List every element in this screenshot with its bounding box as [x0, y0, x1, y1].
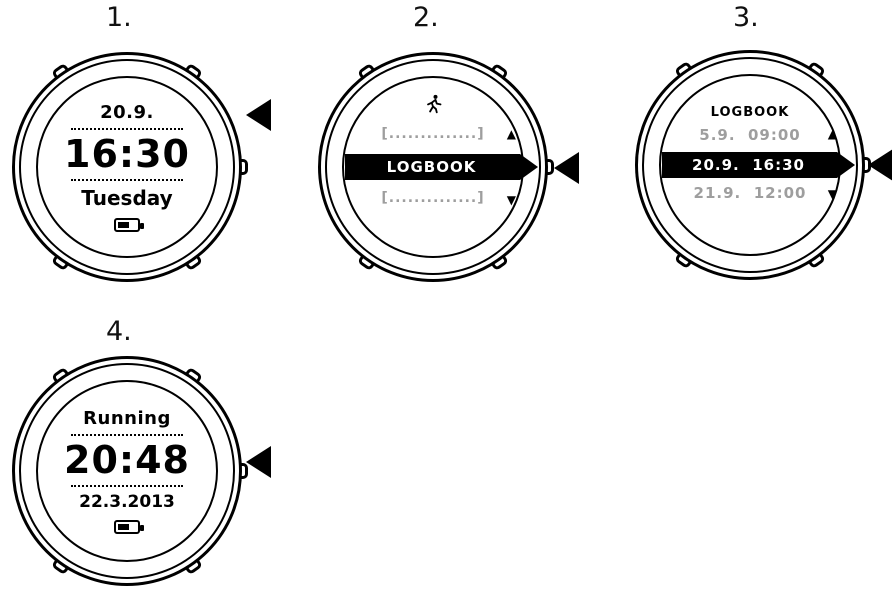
watch-step-2: [..............] LOGBOOK [..............…	[318, 52, 554, 282]
watch-bezel	[642, 57, 858, 273]
press-indicator-arrow	[868, 149, 892, 181]
menu-item-below: [..............]	[381, 190, 485, 206]
scroll-up-icon: ▲	[827, 127, 837, 141]
selected-menu-item: LOGBOOK	[345, 154, 538, 180]
duration-text: 20:48	[64, 437, 190, 482]
scroll-down-icon: ▼	[506, 193, 516, 207]
press-indicator-arrow	[246, 99, 271, 131]
time-text: 16:30	[64, 131, 190, 176]
activity-text: Running	[83, 407, 171, 429]
weekday-text: Tuesday	[81, 186, 173, 211]
scroll-down-icon: ▼	[827, 187, 837, 201]
log-entry-below: 21.9. 12:00	[693, 184, 807, 202]
step-label-4: 4.	[106, 316, 132, 347]
press-indicator-arrow	[554, 152, 579, 184]
watch-step-3: LOGBOOK 5.9. 09:00 20.9. 16:30 21.9. 12:…	[635, 50, 871, 280]
logbook-title: LOGBOOK	[710, 105, 790, 120]
watch-bezel	[19, 363, 235, 579]
watch-step-4: Running 20:48 22.3.2013	[12, 356, 248, 586]
step-label-1: 1.	[106, 2, 132, 33]
divider	[71, 485, 183, 488]
selected-log-entry: 20.9. 16:30	[662, 152, 855, 178]
watch-display: 20.9. 16:30 Tuesday	[36, 76, 218, 258]
battery-icon	[114, 218, 144, 233]
watch-display: Running 20:48 22.3.2013	[36, 380, 218, 562]
divider	[71, 433, 183, 436]
divider	[71, 127, 183, 130]
log-date-text: 22.3.2013	[79, 492, 175, 513]
runner-icon	[423, 94, 443, 118]
watch-bezel	[325, 59, 541, 275]
watch-bezel	[19, 59, 235, 275]
divider	[71, 179, 183, 182]
step-label-2: 2.	[413, 2, 439, 33]
watch-step-1: 20.9. 16:30 Tuesday	[12, 52, 248, 282]
log-entry-above: 5.9. 09:00	[699, 126, 801, 144]
menu-item-above: [..............]	[381, 126, 485, 142]
scroll-up-icon: ▲	[506, 127, 516, 141]
step-label-3: 3.	[733, 2, 759, 33]
press-indicator-arrow	[246, 446, 271, 478]
date-text: 20.9.	[100, 101, 154, 123]
battery-icon	[114, 520, 144, 535]
